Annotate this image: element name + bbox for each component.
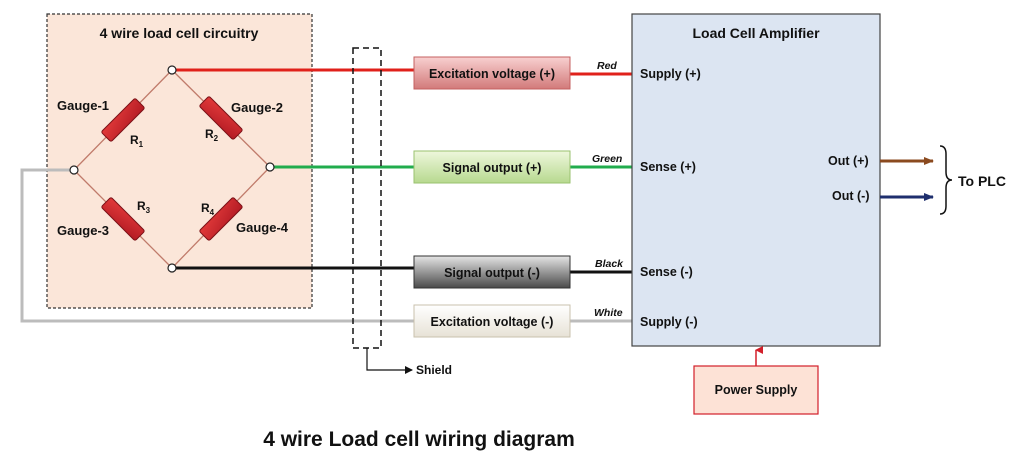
r1-label: R1 (130, 133, 144, 149)
out-plus-label: Out (+) (828, 154, 869, 168)
wire-red (176, 68, 632, 76)
gauge-1-label: Gauge-1 (57, 98, 109, 113)
svg-text:Signal output (-): Signal output (-) (444, 266, 540, 280)
r3-label: R3 (137, 199, 151, 215)
gauge-2-label: Gauge-2 (231, 100, 283, 115)
wire-label-black: Black (595, 258, 624, 270)
svg-text:Excitation voltage (+): Excitation voltage (+) (429, 67, 555, 81)
wire-white (20, 168, 632, 323)
out-minus-label: Out (-) (832, 189, 869, 203)
resistor-r3 (101, 197, 145, 241)
r4-label: R4 (201, 201, 215, 217)
resistor-r1 (101, 98, 145, 142)
terminal-supply-minus: Supply (-) (640, 315, 698, 329)
signal-plus-box: Signal output (+) (413, 150, 571, 184)
circuit-title: 4 wire load cell circuitry (100, 25, 259, 41)
diagram-caption: 4 wire Load cell wiring diagram (263, 428, 575, 451)
gauge-3-label: Gauge-3 (57, 223, 109, 238)
wire-label-green: Green (592, 153, 622, 165)
plc-brace (939, 145, 953, 215)
power-supply: Power Supply (693, 346, 819, 415)
svg-text:Signal output (+): Signal output (+) (443, 161, 542, 175)
terminal-sense-plus: Sense (+) (640, 160, 696, 174)
terminal-supply-plus: Supply (+) (640, 67, 701, 81)
bridge-nodes (69, 65, 275, 273)
signal-minus-box: Signal output (-) (413, 255, 571, 289)
gauge-4-label: Gauge-4 (236, 220, 289, 235)
excitation-plus-box: Excitation voltage (+) (413, 56, 571, 90)
wire-label-red: Red (597, 60, 617, 72)
shield-label: Shield (416, 363, 452, 377)
wire-black (176, 266, 632, 274)
circuit-box: 4 wire load cell circuitry (46, 13, 313, 309)
svg-text:Excitation voltage (-): Excitation voltage (-) (431, 315, 554, 329)
load-cell-amplifier: Load Cell Amplifier Supply (+) Sense (+)… (631, 13, 881, 347)
power-supply-label: Power Supply (715, 383, 798, 397)
resistor-r2 (199, 96, 243, 140)
terminal-sense-minus: Sense (-) (640, 265, 693, 279)
shield: Shield (352, 47, 452, 377)
excitation-minus-box: Excitation voltage (-) (413, 304, 571, 338)
resistor-r4 (199, 197, 243, 241)
amplifier-title: Load Cell Amplifier (692, 25, 820, 41)
to-plc-label: To PLC (958, 173, 1006, 189)
r2-label: R2 (205, 127, 219, 143)
wire-label-white: White (594, 307, 623, 319)
